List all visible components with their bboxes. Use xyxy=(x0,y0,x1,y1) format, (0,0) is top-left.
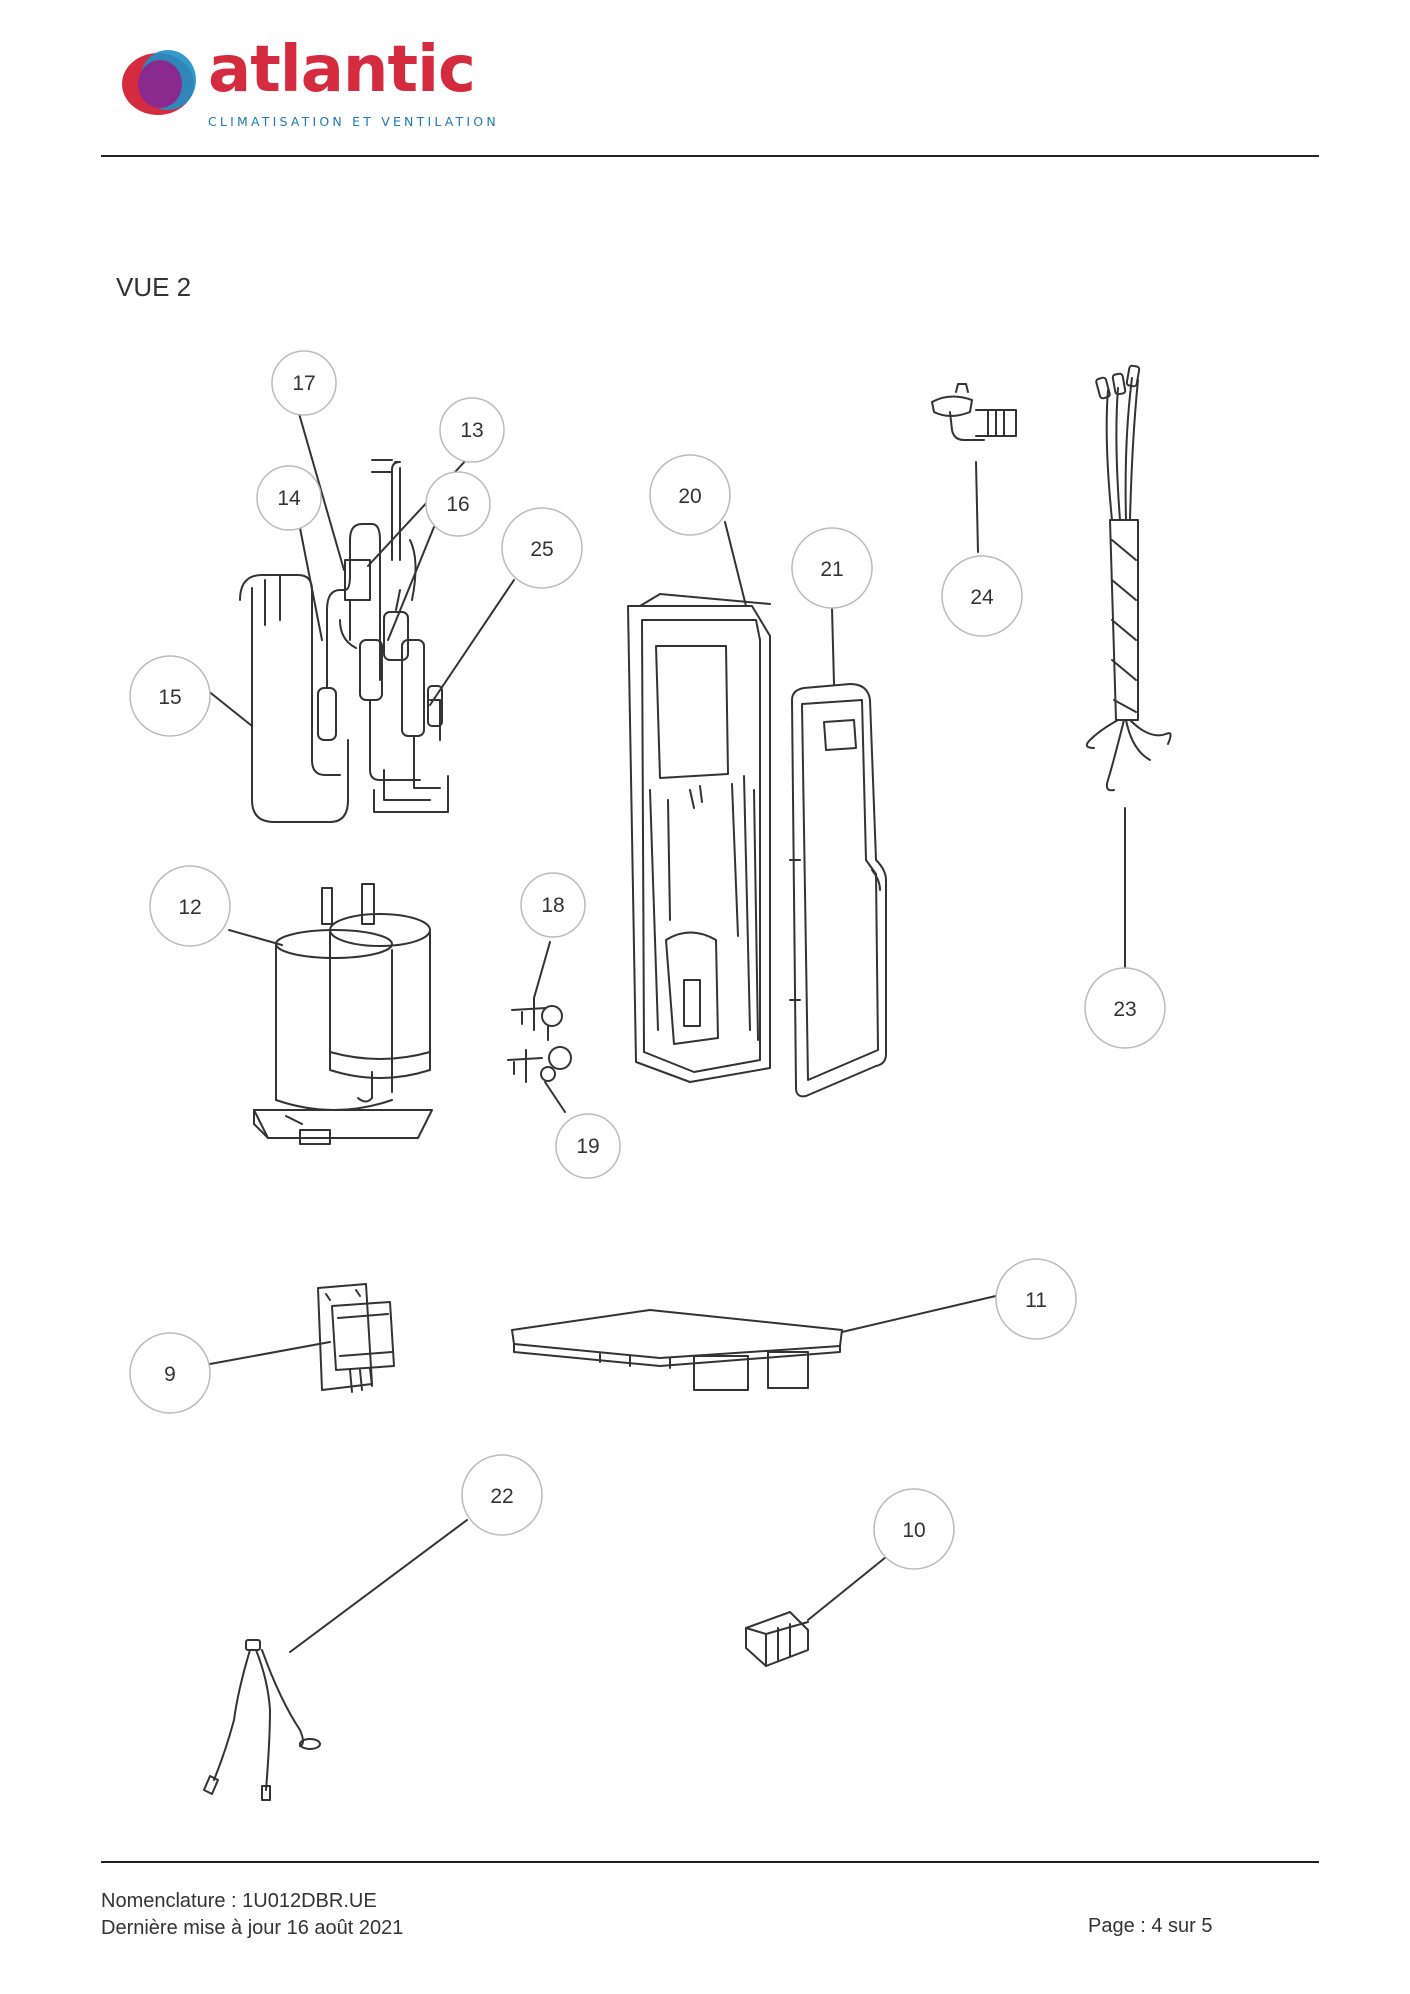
atlantic-logo: atlantic CLIMATISATION ET VENTILATION xyxy=(120,38,500,134)
brand-tagline: CLIMATISATION ET VENTILATION xyxy=(208,114,499,129)
svg-text:10: 10 xyxy=(902,1519,925,1542)
callouts: 17 13 14 16 25 15 20 21 xyxy=(129,350,1166,1570)
leader-lines xyxy=(206,409,1126,1653)
svg-text:19: 19 xyxy=(576,1135,599,1158)
svg-text:13: 13 xyxy=(460,419,483,442)
svg-text:18: 18 xyxy=(541,894,564,917)
last-update-date: Dernière mise à jour 16 août 2021 xyxy=(101,1917,404,1939)
callout-22: 22 xyxy=(461,1454,543,1536)
brand-name: atlantic xyxy=(208,33,476,107)
svg-text:22: 22 xyxy=(490,1485,513,1508)
callout-23: 23 xyxy=(1084,967,1166,1049)
header-divider xyxy=(101,155,1319,157)
nomenclature-reference: Nomenclature : 1U012DBR.UE xyxy=(101,1890,377,1912)
view-title: VUE 2 xyxy=(116,272,192,302)
callout-11: 11 xyxy=(995,1258,1077,1340)
svg-text:21: 21 xyxy=(820,558,843,581)
callout-12: 12 xyxy=(149,865,231,947)
callout-19: 19 xyxy=(555,1113,621,1179)
callout-17: 17 xyxy=(271,350,337,416)
footer-info: Nomenclature : 1U012DBR.UE Dernière mise… xyxy=(101,1888,403,1942)
svg-text:23: 23 xyxy=(1113,998,1136,1021)
svg-text:15: 15 xyxy=(158,686,181,709)
callout-24: 24 xyxy=(941,555,1023,637)
svg-text:12: 12 xyxy=(178,896,201,919)
sensor-wires-drawing xyxy=(203,1639,321,1801)
service-valves-drawing xyxy=(507,997,572,1083)
svg-text:14: 14 xyxy=(277,487,301,510)
callout-21: 21 xyxy=(791,527,873,609)
panel-drawing xyxy=(627,593,771,1083)
callout-16: 16 xyxy=(425,471,491,537)
svg-text:11: 11 xyxy=(1025,1289,1047,1312)
pcb-drawing xyxy=(511,1309,843,1391)
page-number: Page : 4 sur 5 xyxy=(1088,1915,1213,1937)
svg-text:16: 16 xyxy=(446,493,469,516)
svg-text:25: 25 xyxy=(530,538,553,561)
svg-text:20: 20 xyxy=(678,485,701,508)
callout-14: 14 xyxy=(256,465,322,531)
callout-9: 9 xyxy=(129,1332,211,1414)
svg-text:9: 9 xyxy=(164,1363,176,1386)
svg-text:24: 24 xyxy=(970,586,994,609)
callout-15: 15 xyxy=(129,655,211,737)
footer-divider xyxy=(101,1861,1319,1863)
callout-10: 10 xyxy=(873,1488,955,1570)
drain-connector-drawing xyxy=(931,383,1017,441)
terminal-block-drawing xyxy=(745,1611,809,1667)
callout-13: 13 xyxy=(439,397,505,463)
piping-assembly-drawing xyxy=(239,459,449,823)
svg-text:17: 17 xyxy=(292,372,315,395)
transformer-drawing xyxy=(317,1283,395,1393)
cable-harness-drawing xyxy=(1085,364,1172,792)
callout-25: 25 xyxy=(501,507,583,589)
cover-drawing xyxy=(789,683,887,1098)
atlantic-logo-icon xyxy=(122,50,196,115)
callout-20: 20 xyxy=(649,454,731,536)
compressor-drawing xyxy=(253,883,433,1145)
callout-18: 18 xyxy=(520,872,586,938)
